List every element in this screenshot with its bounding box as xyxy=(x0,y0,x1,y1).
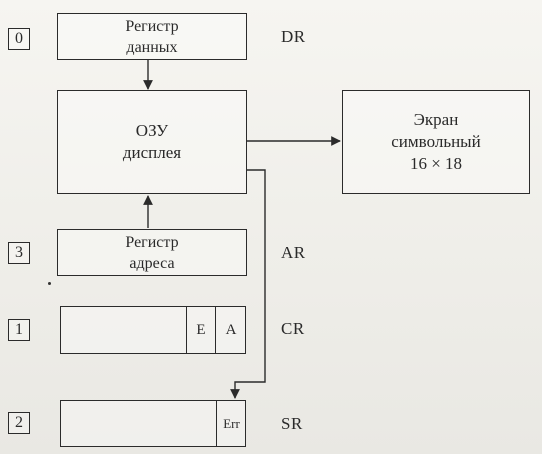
address-register-label-line2: адреса xyxy=(129,254,175,272)
status-bit-err: Err xyxy=(216,401,246,446)
screen-label-line3: 16 × 18 xyxy=(409,154,463,173)
display-ram-label-line1: ОЗУ xyxy=(135,121,169,140)
data-register-label-line2: данных xyxy=(126,38,178,56)
data-register-box: Регистр данных xyxy=(57,13,247,60)
control-bit-a: A xyxy=(215,307,246,353)
data-register-label-line1: Регистр xyxy=(125,17,179,35)
register-number-dr: 0 xyxy=(8,28,30,50)
stray-dot xyxy=(48,282,51,285)
address-register-label-line1: Регистр xyxy=(125,233,179,251)
address-register-box: Регистр адреса xyxy=(57,229,247,276)
status-register-box: Err xyxy=(60,400,246,447)
screen-label-line1: Экран xyxy=(413,110,459,129)
display-ram-label-line2: дисплея xyxy=(122,143,182,162)
register-number-cr: 1 xyxy=(8,319,30,341)
register-tag-sr: SR xyxy=(281,414,303,433)
arrow-ozu-to-sr-err xyxy=(230,169,266,399)
screen-label-line2: символьный xyxy=(391,132,481,151)
register-tag-cr: CR xyxy=(281,319,305,338)
control-register-box: E A xyxy=(60,306,246,354)
control-bit-e: E xyxy=(186,307,215,353)
register-number-ar: 3 xyxy=(8,242,30,264)
register-tag-ar: AR xyxy=(281,243,306,262)
display-ram-box: ОЗУ дисплея xyxy=(57,90,247,194)
character-screen-box: Экран символьный 16 × 18 xyxy=(342,90,530,194)
register-number-sr: 2 xyxy=(8,412,30,434)
register-tag-dr: DR xyxy=(281,27,306,46)
